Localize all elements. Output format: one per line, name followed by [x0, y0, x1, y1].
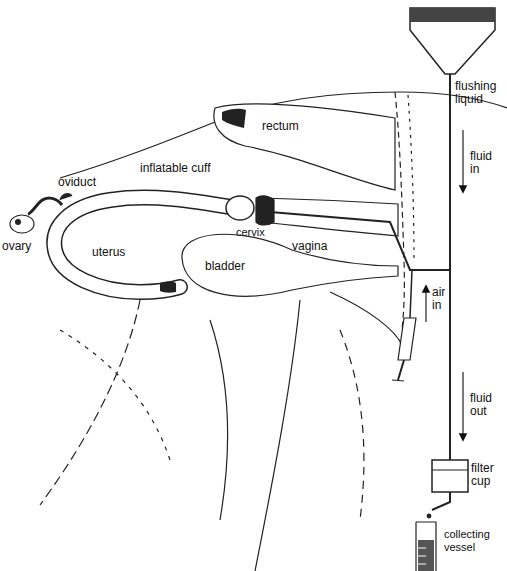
- part-label: oviduct: [58, 176, 96, 189]
- part-label: fluid out: [470, 392, 502, 418]
- part-label: filter cup: [471, 462, 505, 488]
- part-label: vagina: [292, 240, 327, 253]
- part-label: fluid in: [470, 150, 502, 176]
- part-label: cervix: [236, 226, 265, 239]
- part-label: ovary: [2, 240, 31, 253]
- part-label: uterus: [92, 246, 125, 259]
- part-label: bladder: [205, 260, 245, 273]
- part-label: collecting vessel: [444, 528, 504, 554]
- part-label: flushing liquid: [455, 80, 505, 106]
- part-label: air in: [432, 286, 452, 312]
- part-label: inflatable cuff: [140, 162, 211, 175]
- part-label: rectum: [262, 120, 299, 133]
